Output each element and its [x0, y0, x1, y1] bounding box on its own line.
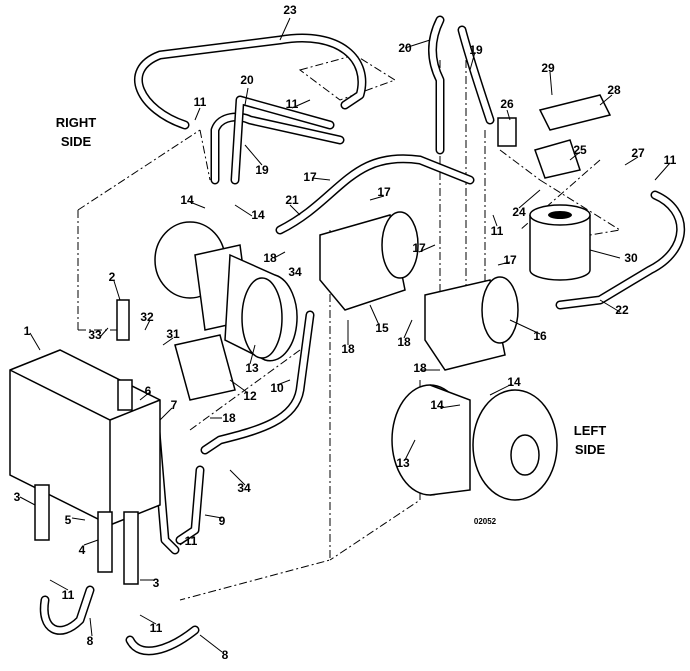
callout: 25 — [573, 143, 587, 157]
callout: 18 — [341, 342, 355, 356]
callout: 11 — [185, 534, 198, 548]
callout: 29 — [541, 61, 555, 75]
hoses — [39, 15, 686, 656]
leader-lines — [19, 17, 671, 653]
callout: 15 — [375, 321, 389, 335]
callout: 20 — [240, 73, 254, 87]
callout: 14 — [180, 193, 194, 207]
callout: 14 — [251, 208, 265, 222]
callout: 21 — [285, 193, 299, 207]
callout: 30 — [624, 251, 638, 265]
callout: 23 — [283, 3, 297, 17]
callout-labels: 23 20 19 29 28 20 11 11 26 19 17 17 25 2… — [14, 3, 677, 662]
callout: 9 — [219, 514, 226, 528]
callout: 14 — [430, 398, 444, 412]
callout: 1 — [24, 324, 31, 338]
callout: 34 — [288, 265, 302, 279]
callout: 34 — [237, 481, 251, 495]
callout: 11 — [664, 153, 677, 167]
left-side-label-line1: LEFT — [574, 423, 607, 438]
callout: 3 — [153, 576, 160, 590]
solenoid-12 — [174, 334, 236, 401]
callout: 3 — [14, 490, 21, 504]
right-side-label-line1: RIGHT — [56, 115, 97, 130]
callout: 32 — [140, 310, 154, 324]
right-side-label-line2: SIDE — [61, 134, 92, 149]
callout: 31 — [166, 327, 180, 341]
callout: 17 — [412, 241, 426, 255]
callout: 18 — [263, 251, 277, 265]
callout: 24 — [512, 205, 526, 219]
callout: 14 — [507, 375, 521, 389]
callout: 4 — [79, 543, 86, 557]
callout: 11 — [491, 224, 504, 238]
callout: 19 — [469, 43, 483, 57]
callout: 22 — [615, 303, 629, 317]
callout: 10 — [270, 381, 284, 395]
callout: 26 — [500, 97, 514, 111]
callout: 6 — [145, 384, 152, 398]
left-side-label-line2: SIDE — [575, 442, 606, 457]
callout: 18 — [222, 411, 236, 425]
fitting-6 — [117, 379, 133, 411]
callout: 27 — [631, 146, 645, 160]
callout: 11 — [194, 95, 207, 109]
callout: 17 — [503, 253, 517, 267]
drawing-number: 02052 — [474, 517, 497, 526]
side-labels: RIGHT SIDE LEFT SIDE — [56, 115, 607, 457]
callout: 20 — [398, 41, 412, 55]
callout: 16 — [533, 329, 547, 343]
callout: 5 — [65, 513, 72, 527]
sensor-2 — [116, 299, 130, 341]
callout: 33 — [88, 328, 102, 342]
components — [9, 94, 612, 585]
callout: 7 — [171, 398, 178, 412]
callout: 11 — [286, 97, 299, 111]
fitting-3a — [34, 484, 50, 541]
filter-30 — [529, 215, 591, 281]
callout: 19 — [255, 163, 269, 177]
callout: 28 — [607, 83, 621, 97]
callout: 13 — [245, 361, 259, 375]
fitting-4 — [97, 511, 113, 573]
reservoir-tank — [9, 349, 161, 526]
callout: 8 — [222, 648, 229, 662]
callout: 17 — [303, 170, 317, 184]
bracket-28 — [538, 94, 612, 131]
callout: 11 — [150, 621, 163, 635]
callout: 2 — [109, 270, 116, 284]
callout: 8 — [87, 634, 94, 648]
fitting-26 — [497, 117, 517, 147]
callout: 18 — [413, 361, 427, 375]
callout: 12 — [243, 389, 257, 403]
filter-head-25 — [534, 139, 581, 179]
callout: 11 — [62, 588, 75, 602]
fitting-3b — [123, 511, 139, 585]
callout: 17 — [377, 185, 391, 199]
callout: 18 — [397, 335, 411, 349]
callout: 13 — [396, 456, 410, 470]
